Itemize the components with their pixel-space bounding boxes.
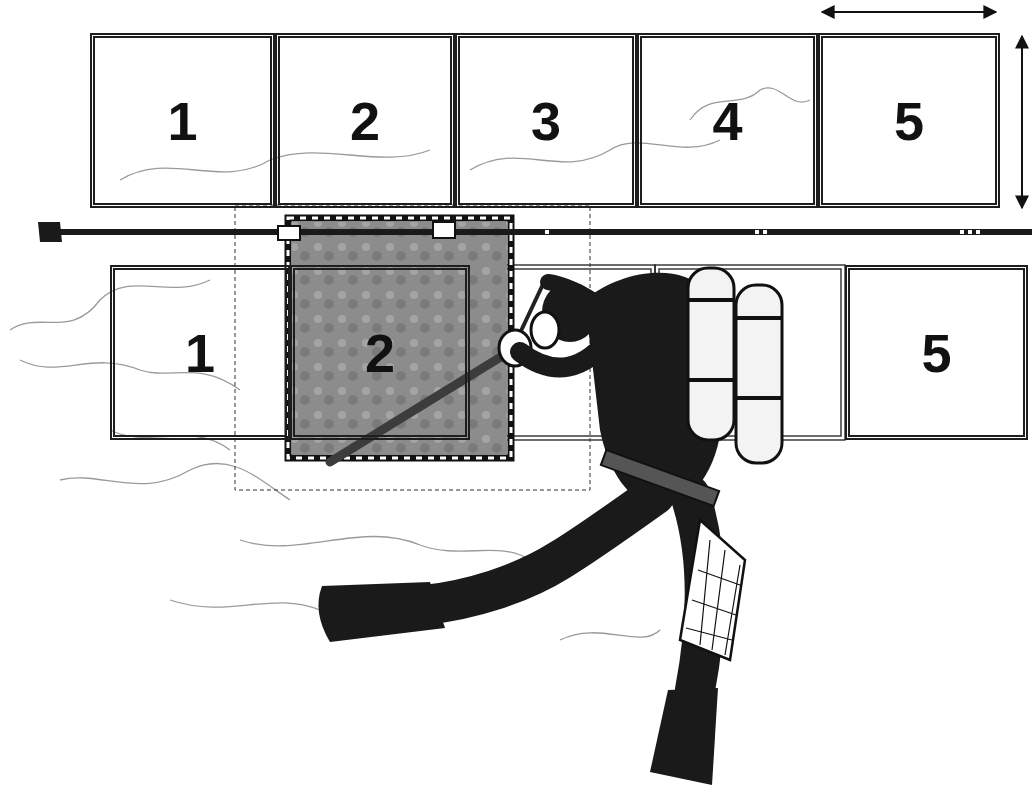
quadrat-box: 4 xyxy=(637,33,818,208)
transect-line xyxy=(45,229,1032,235)
line-mark xyxy=(968,230,972,234)
transect-anchor xyxy=(38,222,62,242)
quadrat-number: 5 xyxy=(921,326,951,380)
quadrat-number: 2 xyxy=(365,326,395,380)
weight-belt xyxy=(601,450,719,506)
line-mark xyxy=(960,230,964,234)
seafloor-line xyxy=(170,600,320,610)
quadrat-number: 4 xyxy=(712,94,742,148)
mesh-bag xyxy=(680,520,745,660)
dimension-arrow xyxy=(1021,36,1023,208)
quadrat-box: 2 xyxy=(290,265,470,440)
seafloor-line xyxy=(470,140,720,170)
seafloor-line xyxy=(690,88,810,120)
dimension-arrow xyxy=(822,11,996,13)
scuba-diver xyxy=(318,268,782,785)
quadrat-number: 1 xyxy=(167,94,197,148)
air-tank xyxy=(736,285,782,463)
quadrat-number: 1 xyxy=(185,326,215,380)
quadrat-number: 5 xyxy=(894,94,924,148)
quadrat-number: 3 xyxy=(531,94,561,148)
quadrat-box: 2 xyxy=(275,33,455,208)
line-mark xyxy=(976,230,980,234)
quadrat-box: 3 xyxy=(455,33,637,208)
tag xyxy=(433,222,455,238)
quadrat-box: 1 xyxy=(90,33,275,208)
line-mark xyxy=(755,230,759,234)
mesh-bag xyxy=(686,540,740,655)
quadrat-box: 5 xyxy=(818,33,1000,208)
line-mark xyxy=(545,230,549,234)
quadrat-number: 2 xyxy=(350,94,380,148)
seafloor-line xyxy=(110,430,230,450)
diver-mask xyxy=(531,312,559,348)
line-clip xyxy=(278,226,300,240)
framer-bar xyxy=(330,350,512,462)
line-mark xyxy=(763,230,767,234)
seafloor-line xyxy=(240,536,530,560)
diver-leg xyxy=(425,495,655,605)
diver-fin xyxy=(318,582,445,642)
quadrat-box: 1 xyxy=(110,265,290,440)
line-marks xyxy=(545,230,980,234)
seafloor-line xyxy=(560,630,660,640)
quadrat-box: 5 xyxy=(845,265,1028,440)
tank-band xyxy=(688,300,782,398)
seafloor-line xyxy=(60,463,290,500)
air-tank xyxy=(688,268,734,440)
diver-fin xyxy=(650,688,718,785)
